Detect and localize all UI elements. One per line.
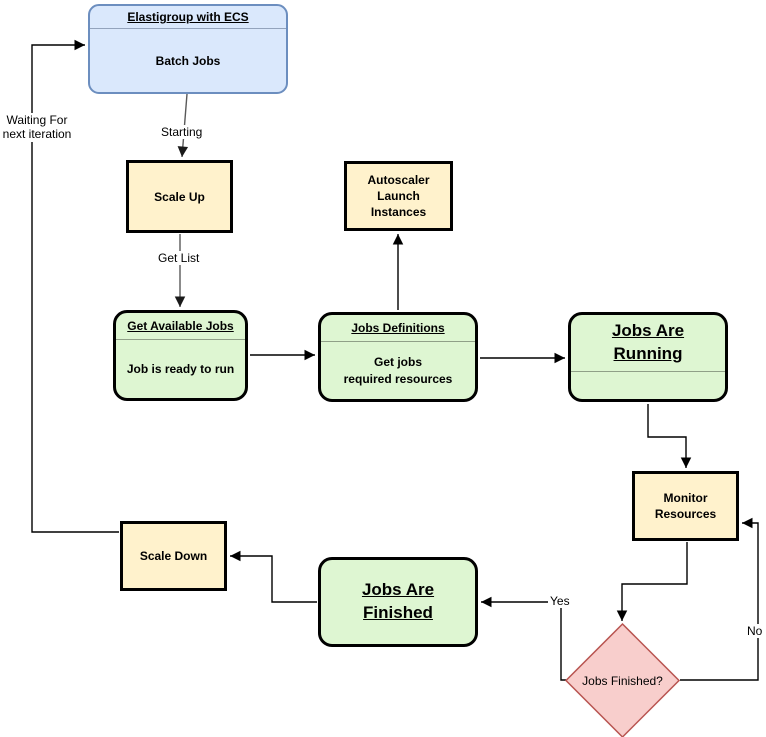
- jobs-are-running-body: [571, 372, 725, 399]
- node-jobs-are-finished: Jobs Are Finished: [318, 557, 478, 647]
- node-scale-down: Scale Down: [120, 521, 227, 591]
- decision-diamond-shape: [564, 622, 681, 737]
- edge-label-waiting-for-next-iteration: Waiting For next iteration: [0, 113, 74, 142]
- edge-decision-yes-to-jobsfinished: [481, 596, 566, 681]
- edge-label-no: No: [745, 624, 765, 639]
- scale-up-label: Scale Up: [154, 189, 205, 204]
- node-scale-up: Scale Up: [126, 160, 233, 233]
- node-jobs-finished-decision: Jobs Finished?: [564, 622, 681, 737]
- scale-down-label: Scale Down: [139, 549, 208, 563]
- node-jobs-are-running: Jobs Are Running: [568, 312, 728, 402]
- edge-label-starting: Starting: [159, 125, 205, 140]
- elastigroup-body: Batch Jobs: [155, 53, 221, 68]
- node-elastigroup-batch-jobs: Elastigroup with ECS Batch Jobs: [88, 4, 288, 94]
- jobs-are-running-title: Jobs Are Running: [611, 321, 685, 363]
- edge-scaledown-to-elastigroup: [31, 39, 119, 533]
- get-available-jobs-title: Get Available Jobs: [127, 319, 234, 333]
- edge-decision-no-to-monitor: [680, 517, 759, 681]
- monitor-resources-label: Monitor Resources: [654, 490, 717, 521]
- jobs-definitions-body: Get jobs required resources: [343, 355, 453, 386]
- get-available-jobs-body: Job is ready to run: [126, 362, 235, 376]
- node-jobs-definitions: Jobs Definitions Get jobs required resou…: [318, 312, 478, 402]
- jobs-are-finished-title: Jobs Are Finished: [361, 580, 435, 622]
- edge-label-get-list: Get List: [156, 251, 202, 266]
- edge-jobsrunning-to-monitor: [647, 404, 692, 468]
- elastigroup-title: Elastigroup with ECS: [127, 10, 249, 24]
- edge-jobsfinished-to-scaledown: [230, 550, 317, 603]
- edge-monitor-to-decision: [616, 542, 688, 621]
- node-monitor-resources: Monitor Resources: [632, 471, 739, 541]
- autoscaler-label: Autoscaler Launch Instances: [367, 172, 430, 220]
- node-autoscaler-launch-instances: Autoscaler Launch Instances: [344, 161, 453, 231]
- edge-label-yes: Yes: [548, 594, 572, 609]
- jobs-definitions-title: Jobs Definitions: [351, 321, 445, 335]
- node-get-available-jobs: Get Available Jobs Job is ready to run: [113, 310, 248, 401]
- jobs-finished-label: Jobs Finished?: [582, 673, 663, 688]
